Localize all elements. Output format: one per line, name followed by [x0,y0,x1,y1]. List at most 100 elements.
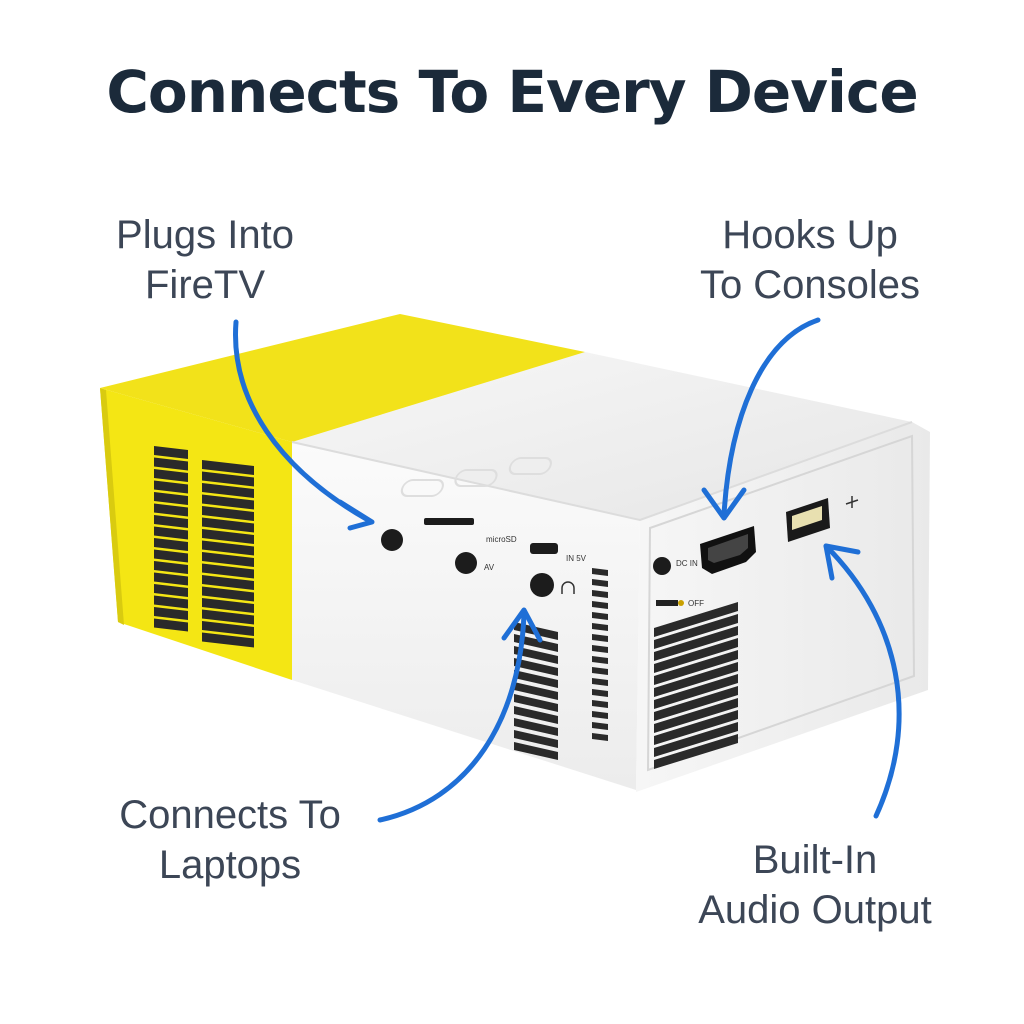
vent-slat [592,645,608,653]
vent-slat [514,718,558,736]
top-buttons [400,457,552,497]
video-jack [381,529,403,551]
vent-slat [592,700,608,708]
vent-slat [154,469,188,482]
arrow-audio [823,543,902,819]
page-title: Connects To Every Device [106,58,918,126]
arrowhead-laptops [501,607,543,643]
vent-slat [654,638,738,673]
vent-slat [514,646,558,664]
arrowhead-firetv [337,499,375,531]
vent-slat [592,634,608,642]
callout-laptops: Connects To Laptops [80,790,380,890]
vent-slat [202,621,254,636]
callout-consoles-line1: Hooks Up [722,213,898,257]
av-label: AV [484,563,495,572]
callout-laptops-line2: Laptops [158,843,302,887]
vent-slat [514,682,558,700]
vent-slat [592,623,608,631]
yellow-vents [154,446,254,648]
vent-slat [202,552,254,567]
vent-slat [592,590,608,598]
vent-slat [154,492,188,505]
vent-slat [592,568,608,576]
vent-slat [154,607,188,620]
vent-slat [514,742,558,760]
vent-slat [592,733,608,741]
vent-slat [202,540,254,556]
vent-slat [154,457,188,471]
callout-firetv-line1: Plugs Into [116,213,294,257]
vent-slat [514,706,558,724]
vent-slat [654,674,738,709]
vent-slat [654,722,738,757]
vent-slat [654,686,738,721]
vent-slat [514,670,558,688]
callout-firetv: Plugs Into FireTV [70,210,340,310]
vent-slat [514,634,558,652]
micro-usb-port [530,543,558,554]
callout-audio-line2: Audio Output [698,888,932,932]
callout-firetv-line2: FireTV [145,263,265,307]
vent-slat [654,698,738,733]
vent-slat [154,538,188,551]
vent-slat [202,609,254,625]
headphone-jack [530,573,554,597]
vent-slat [654,734,738,769]
vent-slat [654,602,738,637]
vent-slat [202,575,254,590]
arrows [233,317,902,823]
corner-slots [592,568,608,741]
vent-slat [154,618,188,632]
vent-slat [202,471,254,487]
usb-icon [845,496,859,508]
arrowhead-consoles [701,487,747,521]
callout-audio-line1: Built-In [752,838,878,882]
vent-slat [202,632,254,648]
vent-slat [154,572,188,586]
vent-slat [202,483,254,498]
vent-slat [592,678,608,686]
vent-slat [592,689,608,697]
vent-slat [154,480,188,494]
vent-slat [202,506,254,521]
vent-slat [154,503,188,517]
vent-slat [154,595,188,609]
vent-slat [202,598,254,613]
vent-slat [202,563,254,579]
power-switch [656,600,684,606]
headphone-icon [561,581,575,594]
vent-slat [514,694,558,712]
vent-slat [654,662,738,697]
callout-consoles-line2: To Consoles [699,263,921,307]
callout-consoles: Hooks Up To Consoles [660,210,960,310]
vent-slat [154,584,188,597]
side-vents [654,602,738,769]
projector-top-yellow [100,314,585,442]
vent-slat [202,460,254,475]
arrowhead-audio [823,543,861,581]
vent-slat [654,710,738,745]
vent-slat [592,722,608,730]
vent-slat [654,650,738,685]
vent-slat [592,667,608,675]
arrow-firetv [233,319,371,523]
vent-slat [154,549,188,563]
vent-slat [514,730,558,748]
microsd-slot [424,518,474,525]
dc-in-jack [653,557,671,575]
vent-slat [654,614,738,649]
arrow-laptops [377,611,527,823]
vent-slat [154,515,188,528]
av-jack [455,552,477,574]
off-label: OFF [688,599,704,608]
dcin-label: DC IN [676,559,698,568]
vent-slat [202,529,254,544]
vent-slat [592,579,608,587]
vent-slat [154,446,188,459]
callout-audio: Built-In Audio Output [660,835,970,935]
vent-slat [592,656,608,664]
vent-slat [202,494,254,510]
vent-slat [154,561,188,574]
